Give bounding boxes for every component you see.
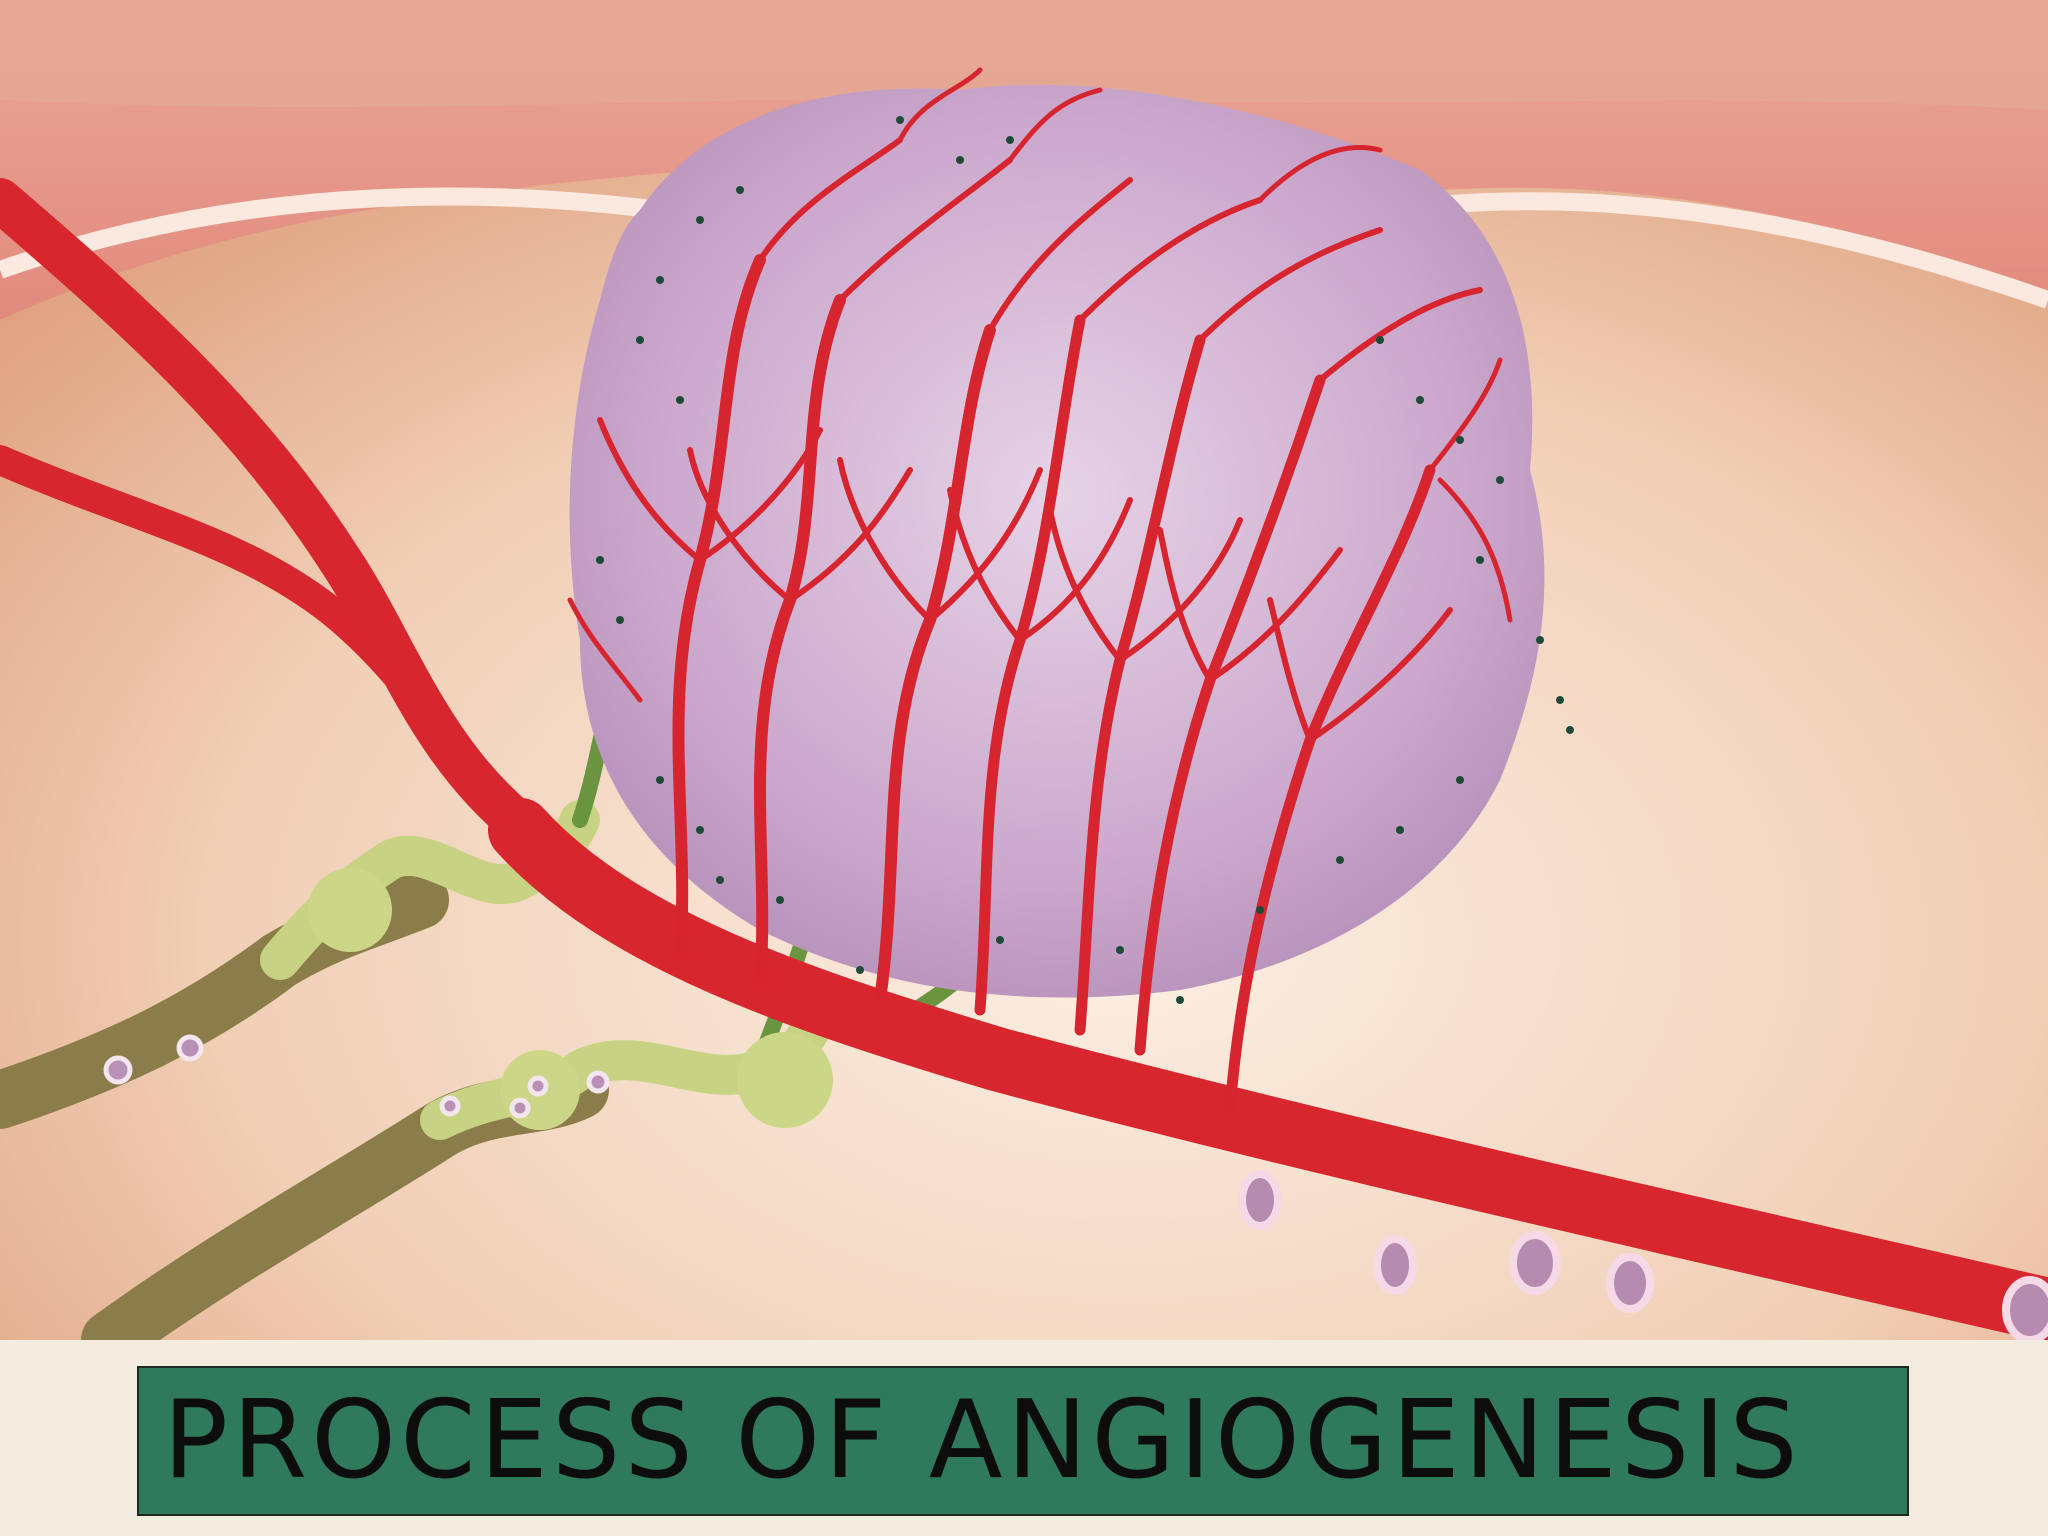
blood-cells (1238, 1170, 2048, 1340)
signal-dots (596, 116, 1574, 1004)
blood-vessels (0, 178, 2048, 1340)
nerve-vesicles (103, 1034, 610, 1119)
tumor-vascular-network (567, 67, 1513, 1116)
angiogenesis-illustration (0, 0, 2048, 1340)
nerve-ganglion (737, 1032, 833, 1128)
membrane-line (0, 187, 2048, 309)
nerve-ganglion (308, 868, 392, 952)
title-box: PROCESS OF ANGIOGENESIS (137, 1366, 1909, 1516)
diagram-title: PROCESS OF ANGIOGENESIS (163, 1378, 1802, 1503)
